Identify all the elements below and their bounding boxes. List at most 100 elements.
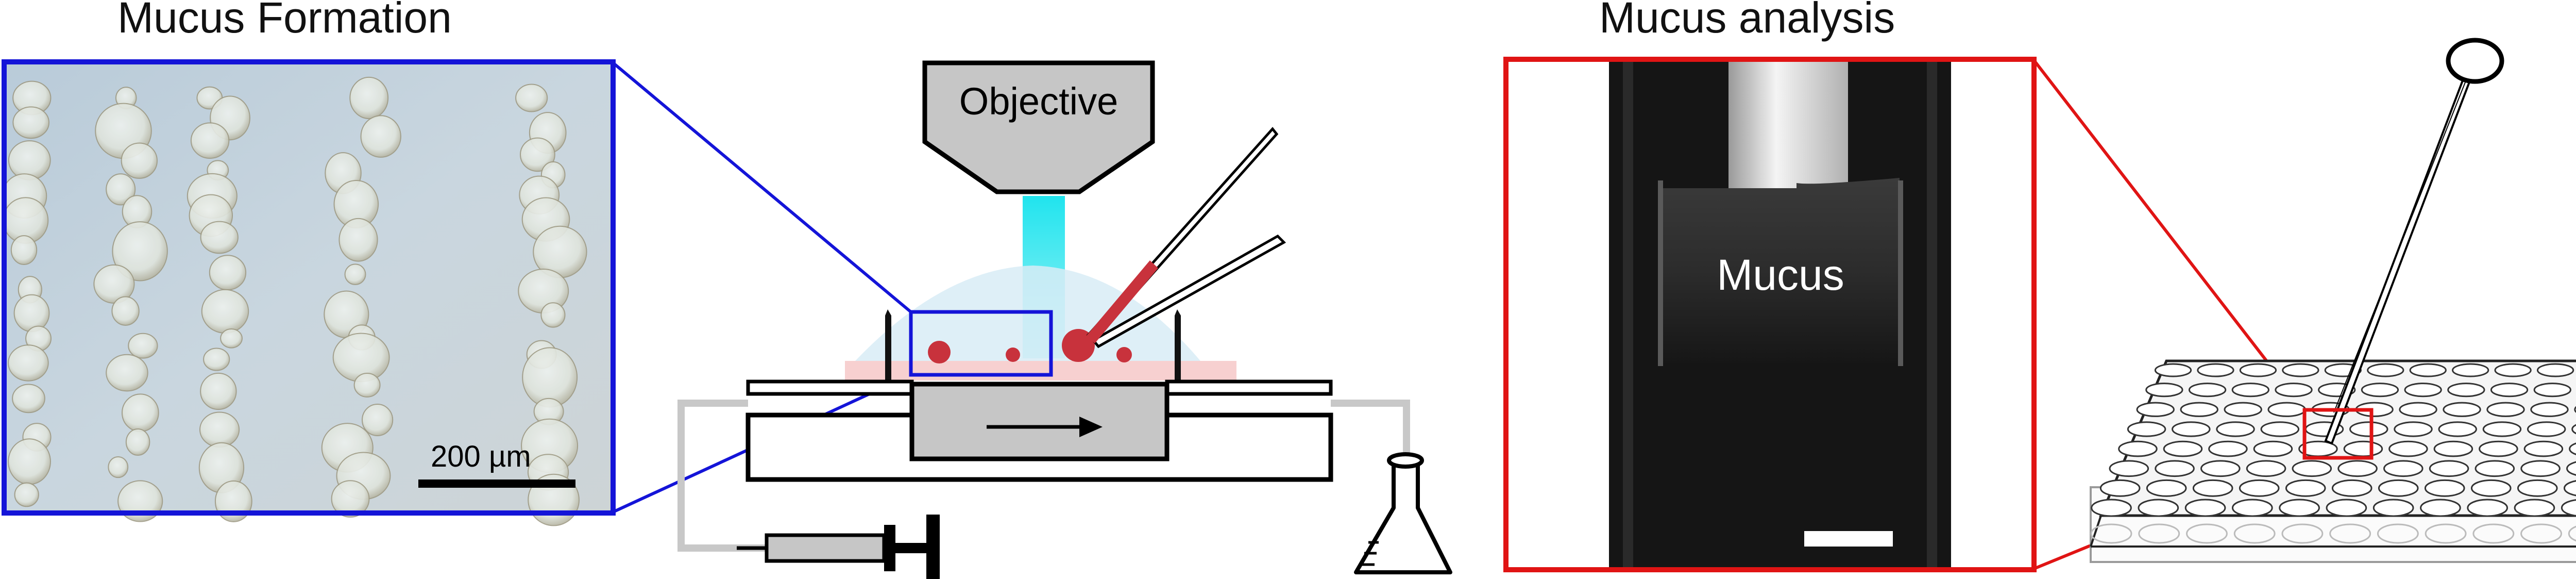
well — [2571, 424, 2576, 435]
micropipette-lower — [1091, 234, 1286, 349]
well — [2530, 402, 2569, 417]
well — [2239, 479, 2280, 497]
well — [2563, 480, 2576, 497]
analysis-scale-bar — [1804, 531, 1893, 547]
well — [2337, 460, 2378, 477]
well-underside — [2138, 523, 2180, 544]
well — [2260, 421, 2299, 437]
mucus-bubble — [331, 480, 370, 518]
well — [2267, 402, 2306, 417]
well — [2275, 383, 2313, 398]
well — [2331, 479, 2372, 497]
well — [2146, 479, 2187, 497]
well — [2180, 402, 2218, 417]
mucus-bubble — [10, 235, 38, 266]
mucus-bubble — [344, 263, 366, 285]
well-zoom-box — [2302, 408, 2374, 460]
mucus-bubble — [112, 221, 168, 282]
well-underside — [2425, 523, 2467, 544]
well — [2523, 440, 2564, 457]
syringe — [737, 515, 940, 579]
mucus-bubble — [203, 348, 230, 371]
well — [2378, 479, 2419, 497]
well — [2479, 440, 2518, 457]
objective — [922, 60, 1155, 194]
mucus-bubble — [220, 328, 243, 349]
mucus-bubble — [12, 384, 45, 413]
well — [2361, 383, 2399, 398]
mucus-bubble — [128, 333, 158, 359]
mucus-bubble — [122, 393, 159, 432]
zoom-box — [909, 310, 1053, 377]
plate-left — [746, 379, 914, 396]
well — [2163, 440, 2203, 457]
micropipette-fill — [1086, 260, 1158, 343]
flow-channel — [909, 382, 1170, 461]
mucus-label: Mucus — [1717, 251, 1844, 299]
droplet — [928, 341, 951, 363]
well — [2292, 460, 2332, 477]
scale-bar — [418, 479, 575, 488]
mucus-bubble — [8, 344, 49, 382]
well — [2536, 363, 2574, 377]
well — [2566, 461, 2576, 476]
mucus-bubble — [200, 372, 237, 410]
mucus-bubble — [199, 411, 240, 448]
droplet — [1006, 348, 1020, 362]
well — [2197, 363, 2234, 377]
mucus-bubble — [201, 289, 249, 334]
mucus-bubble — [515, 84, 548, 112]
wells — [2091, 363, 2576, 517]
well — [2253, 440, 2293, 457]
capillary-light — [1728, 59, 1848, 191]
mucus-bubble — [360, 115, 401, 158]
mucus-formation-frame — [2, 59, 616, 516]
well — [2279, 499, 2320, 517]
well — [2216, 421, 2255, 437]
well — [2494, 363, 2532, 377]
well-plate — [2090, 38, 2576, 563]
well — [2490, 383, 2529, 398]
well — [2154, 363, 2192, 377]
well — [2470, 479, 2512, 497]
well — [2231, 499, 2273, 517]
well — [2533, 383, 2571, 398]
well — [2372, 499, 2414, 517]
well — [2239, 363, 2277, 377]
mucus-formation-image: 200 µm — [2, 59, 616, 526]
mucus-bubble — [111, 296, 140, 326]
well — [2172, 421, 2211, 437]
well — [2285, 479, 2326, 497]
well — [2343, 440, 2383, 457]
mucus-bubble — [214, 480, 252, 522]
plate-right — [1165, 379, 1333, 396]
well — [2527, 421, 2566, 437]
pin-right — [1175, 309, 1181, 382]
well — [2138, 499, 2179, 517]
mucus-analysis-frame — [1503, 57, 2037, 572]
mucus-bubble — [108, 456, 129, 478]
well — [2188, 383, 2227, 398]
well — [2200, 460, 2241, 477]
mucus-bubble — [209, 255, 247, 291]
well — [2404, 383, 2442, 398]
mucus-bubble — [8, 438, 51, 485]
mucus-bubble — [349, 76, 389, 120]
zoom-line-top — [612, 61, 912, 313]
well — [2467, 499, 2509, 517]
mucus-bubble — [106, 173, 136, 206]
well-underside — [2472, 523, 2515, 544]
well — [2208, 440, 2248, 457]
well — [2399, 402, 2437, 417]
setup-schematic: Objective — [677, 60, 1452, 579]
well — [2420, 499, 2461, 517]
well — [2118, 440, 2158, 457]
well — [2443, 402, 2481, 417]
well — [2099, 479, 2141, 497]
mucus-bubble — [362, 404, 394, 437]
well — [2136, 402, 2175, 417]
scale-bar-label: 200 µm — [431, 440, 531, 473]
mucus-bubble — [520, 137, 555, 172]
mucus-bubble — [353, 372, 381, 398]
